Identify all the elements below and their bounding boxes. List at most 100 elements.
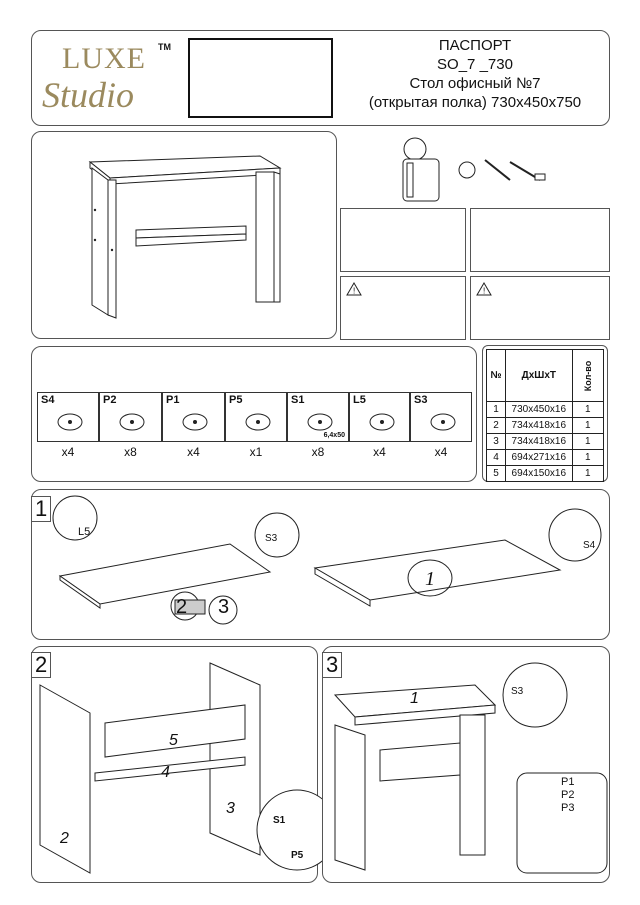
row-dimensions: 734x418x16 [505,417,573,434]
logo-text-luxe: LUXE [62,42,146,75]
step-2-p5-label: P5 [291,850,304,861]
hardware-item-p5: P5 [225,392,287,442]
safety-image-1 [340,208,466,272]
svg-text:!: ! [353,287,355,296]
title-line-2: SO_7 _730 [437,56,513,73]
hardware-item-s3: S3 [410,392,472,442]
hardware-part-icon [369,413,395,431]
svg-text:!: ! [483,287,485,296]
step-2-illustration [39,662,338,874]
hardware-part-icon [245,413,271,431]
hardware-part-icon [307,413,333,431]
hardware-part-icon [430,413,456,431]
hardware-code: P5 [229,394,243,406]
hardware-code: P1 [166,394,180,406]
step-1-panel-3-label: 3 [218,596,230,618]
blank-frame [188,38,333,118]
col-header-qty-text: Кол-во [582,360,593,391]
hardware-code: S1 [291,394,305,406]
tools-icon [458,159,546,181]
hardware-code: L5 [353,394,366,406]
row-dimensions: 730x450x16 [505,401,573,418]
hardware-quantity: x4 [373,445,386,459]
row-quantity: 1 [571,433,605,450]
step-3-number: 3 [326,652,339,677]
hardware-quantity: x4 [61,445,75,459]
step-2-panel-3-label: 3 [226,800,235,817]
hardware-item-s4: S4 [37,392,99,442]
step-1-number: 1 [35,496,48,521]
hardware-size-note: 6,4x50 [323,432,345,439]
row-dimensions: 694x150x16 [505,465,573,482]
step-2-panel-5-label: 5 [169,732,178,749]
row-dimensions: 734x418x16 [505,433,573,450]
hardware-quantity: x4 [187,445,200,459]
row-dimensions: 694x271x16 [505,449,573,466]
hardware-part-icon [182,413,208,431]
step-3-p1-label: P1 [561,776,575,788]
row-quantity: 1 [571,417,605,434]
row-number: 5 [486,465,506,482]
hardware-code: S3 [414,394,428,406]
hardware-code: S4 [41,394,55,406]
step-2-panel-4-label: 4 [161,764,170,781]
step-2-s1-label: S1 [273,815,286,826]
step-1-illustration [52,495,602,625]
document-title: ПАСПОРТ SO_7 _730 Стол офисный №7 (откры… [350,36,600,112]
row-number: 1 [486,401,506,418]
col-header-dims: ДxШxТ [505,349,573,402]
safety-image-3 [340,276,466,340]
hardware-code: P2 [103,394,117,406]
step-1-l5-label: L5 [78,526,91,538]
step-1-number-box [31,496,51,522]
col-header-no: № [486,349,506,402]
step-1-panel-1-label: 1 [425,568,435,590]
header-panel [31,30,610,126]
hardware-item-s1: S1 6,4x50 [287,392,349,442]
hardware-item-l5: L5 [349,392,410,442]
hardware-quantity: x1 [249,445,263,459]
row-number: 3 [486,433,506,450]
step-3-s3-label: S3 [511,686,524,697]
assembler-figure-icon [402,137,440,202]
step-3-illustration [333,662,608,874]
step-1-panel-2-label: 2 [176,596,188,618]
desk-illustration [88,155,282,319]
hardware-quantity: x8 [124,445,137,459]
step-2-number: 2 [35,652,48,677]
step-2-panel-2-label: 2 [60,830,69,847]
logo-text-studio: Studio [42,75,135,115]
title-line-3: Стол офисный №7 [409,75,541,92]
logo-tm: TM [158,42,171,52]
warning-icon: ! [346,282,362,296]
hardware-part-icon [119,413,145,431]
brand-logo: LUXE TM Studio [40,38,180,118]
safety-image-4 [470,276,610,340]
row-quantity: 1 [571,465,605,482]
title-line-1: ПАСПОРТ [438,37,512,54]
step-3-panel-1-label: 1 [410,690,419,707]
step-3-number-box [322,652,342,678]
hardware-part-icon [57,413,83,431]
step-1-s4-label: S4 [583,540,596,551]
safety-image-2 [470,208,610,272]
hardware-quantity: x4 [434,445,448,459]
step-2-number-box [31,652,51,678]
hardware-item-p2: P2 [99,392,162,442]
row-quantity: 1 [571,401,605,418]
row-quantity: 1 [571,449,605,466]
step-3-p3-label: P3 [561,802,575,814]
row-number: 2 [486,417,506,434]
row-number: 4 [486,449,506,466]
col-header-qty: Кол-во [571,349,605,402]
step-3-p2-label: P2 [561,789,575,801]
hardware-quantity: x8 [311,445,325,459]
hardware-item-p1: P1 [162,392,225,442]
